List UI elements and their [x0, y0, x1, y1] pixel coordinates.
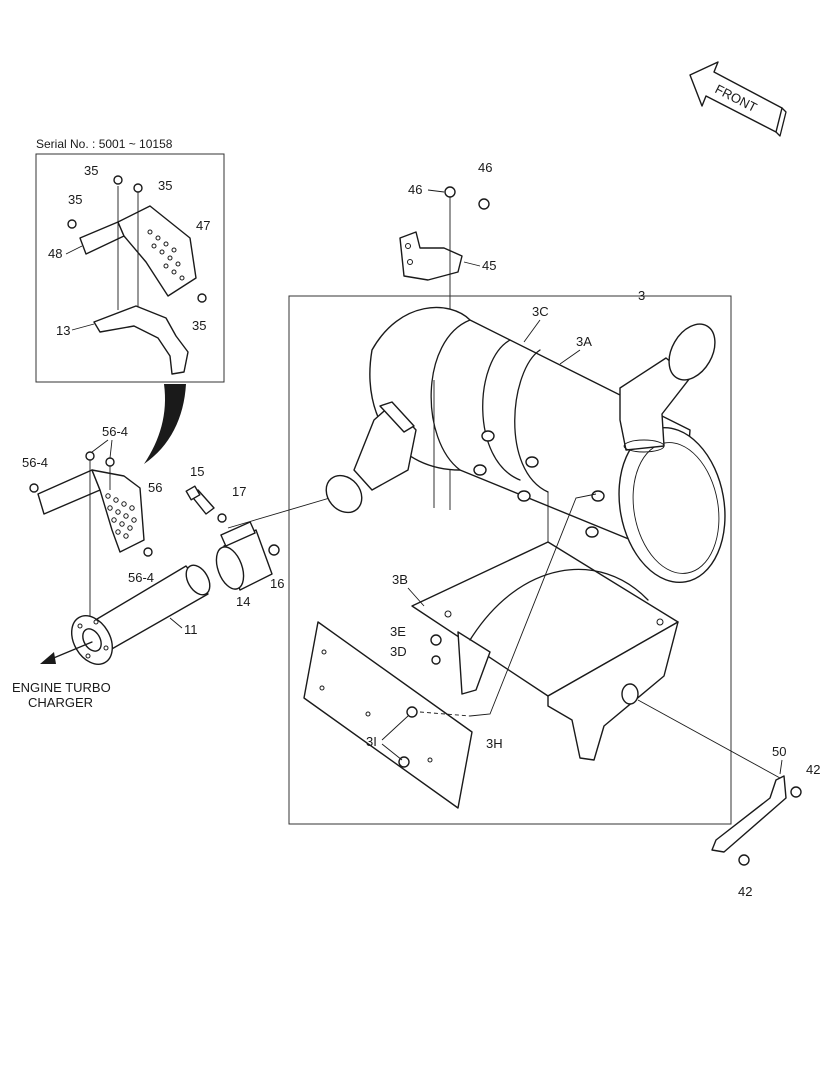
muffler-3A — [369, 306, 726, 584]
callout-56-4: 56-4 — [128, 570, 154, 585]
guard-56-assembly: 56-4 56-4 56-4 56 — [22, 424, 162, 640]
callout-35: 35 — [68, 192, 82, 207]
callout-3C: 3C — [532, 304, 549, 319]
callout-35: 35 — [158, 178, 172, 193]
callout-14: 14 — [236, 594, 250, 609]
callout-16: 16 — [270, 576, 284, 591]
muffler-group-frame — [288, 295, 732, 825]
serial-inset: Serial No. : 5001 ~ 10158 35 35 35 35 47… — [35, 137, 225, 383]
engine-note-line2: CHARGER — [28, 695, 93, 710]
inlet-pipe — [325, 401, 417, 514]
callout-3A: 3A — [576, 334, 592, 349]
outlet-stack — [619, 323, 716, 453]
bracket-13 — [93, 305, 189, 375]
bolt-46-icon — [444, 186, 456, 198]
callout-35: 35 — [84, 163, 98, 178]
guard-47-holes — [147, 229, 185, 281]
callout-3E: 3E — [390, 624, 406, 639]
callout-46: 46 — [408, 182, 422, 197]
bolt-15 — [185, 485, 215, 515]
stay-50: 50 42 42 — [637, 699, 820, 899]
bolt-35-icon — [67, 175, 207, 303]
washer-3E — [430, 634, 442, 646]
plate-48 — [79, 221, 125, 255]
bracket-3B — [411, 541, 679, 761]
callout-42: 42 — [806, 762, 820, 777]
callout-56: 56 — [148, 480, 162, 495]
callout-3B: 3B — [392, 572, 408, 587]
callout-45: 45 — [482, 258, 496, 273]
replacement-arrow — [144, 384, 186, 464]
callout-47: 47 — [196, 218, 210, 233]
heat-shield-3H — [303, 493, 597, 809]
callout-56-4: 56-4 — [22, 455, 48, 470]
callout-15: 15 — [190, 464, 204, 479]
clamp-14 — [215, 521, 273, 591]
bolt-42-icon — [738, 854, 750, 866]
callout-17: 17 — [232, 484, 246, 499]
callout-48: 48 — [48, 246, 62, 261]
bolt-46-icon — [478, 198, 490, 210]
nut-16 — [268, 544, 280, 556]
washer-17 — [217, 513, 227, 523]
callout-13: 13 — [56, 323, 70, 338]
nut-3D — [431, 655, 441, 665]
callout-3H: 3H — [486, 736, 503, 751]
callout-3D: 3D — [390, 644, 407, 659]
callout-46: 46 — [478, 160, 492, 175]
callout-56-4: 56-4 — [102, 424, 128, 439]
engine-note-line1: ENGINE TURBO — [12, 680, 111, 695]
plate-56 — [37, 469, 101, 515]
front-direction-arrow: FRONT — [689, 61, 787, 137]
serial-note: Serial No. : 5001 ~ 10158 — [36, 137, 173, 151]
bolt-42-icon — [790, 786, 802, 798]
callout-42: 42 — [738, 884, 752, 899]
callout-3: 3 — [638, 288, 645, 303]
guard-47 — [117, 205, 197, 297]
callout-50: 50 — [772, 744, 786, 759]
inset-frame — [35, 153, 225, 383]
engine-turbo-arrow — [40, 641, 93, 664]
callout-35: 35 — [192, 318, 206, 333]
pipe-11: 11 — [71, 564, 211, 665]
callout-11: 11 — [184, 622, 198, 637]
callout-3I: 3I — [366, 734, 377, 749]
guard-56-holes — [105, 493, 137, 539]
